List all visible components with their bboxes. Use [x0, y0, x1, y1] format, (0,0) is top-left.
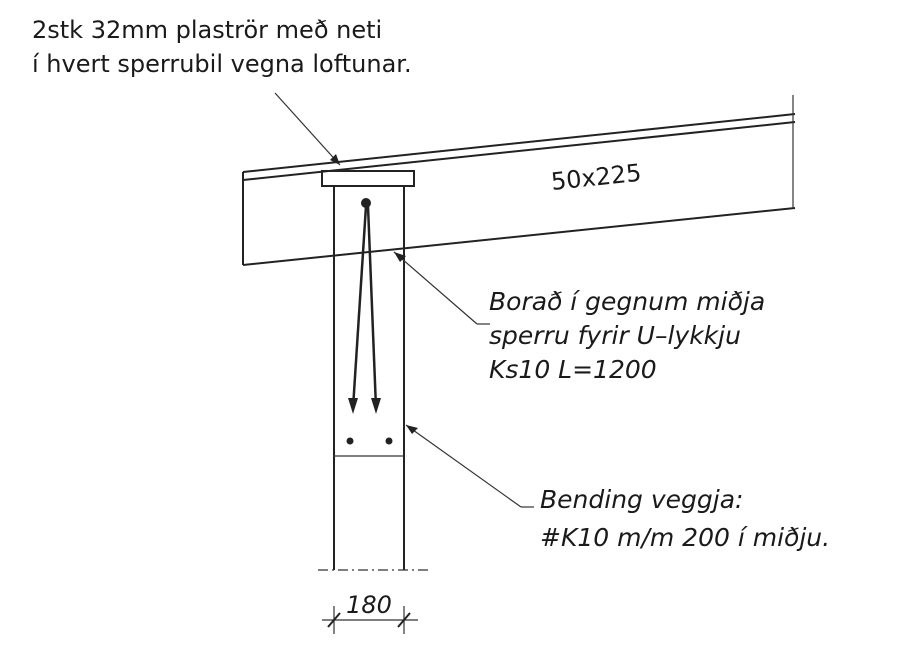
- dimension-tick-left: [327, 612, 341, 628]
- rebar-top-bend: [361, 198, 371, 208]
- rebar-note-line-2: #K10 m/m 200 í miðju.: [540, 523, 830, 552]
- rebar-note-arrowhead: [406, 425, 418, 434]
- rafter-bottom-edge: [242, 207, 796, 266]
- pipe-note-line-1: 2stk 32mm plaströr með neti: [32, 16, 382, 44]
- drill-note-line-2: sperru fyrir U–lykkju: [489, 321, 741, 350]
- rafter-top-edge: [242, 113, 796, 173]
- rafter-size-label: 50x225: [550, 159, 643, 196]
- rebar-note-leader: [405, 424, 522, 508]
- rebar-right-arrowhead: [371, 398, 381, 414]
- dimension-tick-right: [397, 612, 411, 628]
- drill-note-line-3: Ks10 L=1200: [489, 355, 657, 384]
- rebar-left-leg: [351, 205, 368, 409]
- rebar-note-line-1: Bending veggja:: [540, 485, 743, 514]
- drill-note-arrowhead: [394, 252, 406, 262]
- drill-note-leader: [393, 251, 478, 325]
- u-loop-rebar: [346, 198, 393, 445]
- dimension-value: 180: [346, 591, 392, 619]
- rebar-left-arrowhead: [348, 398, 358, 414]
- rebar-right-leg: [366, 205, 378, 409]
- concrete-wall: [318, 186, 428, 571]
- ventilation-pipe: [321, 170, 415, 187]
- rafter-beam: [242, 95, 796, 266]
- rebar-dot-right: [385, 437, 393, 445]
- pipe-note-line-2: í hvert sperrubil vegna loftunar.: [32, 50, 412, 78]
- rebar-dot-left: [346, 437, 354, 445]
- drill-note-line-1: Borað í gegnum miðja: [489, 287, 765, 316]
- wall-thickness-dimension: 180: [322, 591, 418, 634]
- pipe-note-leader: [274, 92, 341, 166]
